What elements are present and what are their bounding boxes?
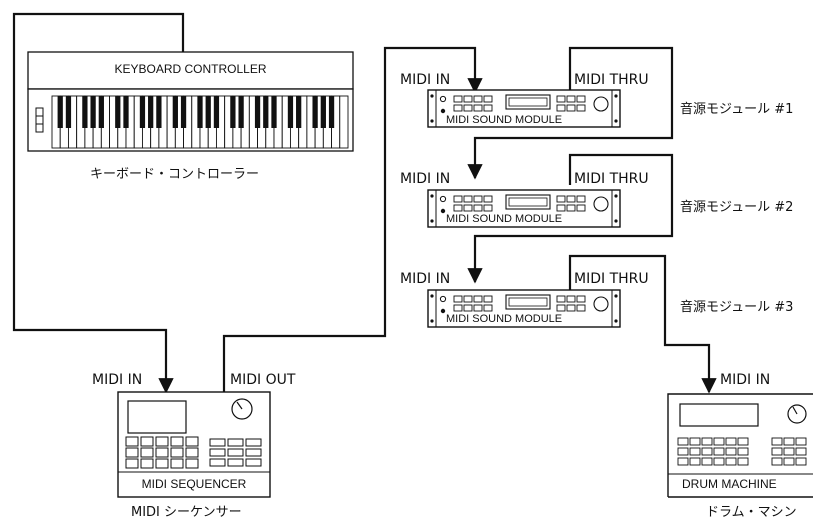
module-knob-icon (594, 97, 608, 111)
keyboard-panel-slider (36, 108, 43, 132)
module3-label: MIDI SOUND MODULE (446, 313, 562, 325)
module1-midi-thru-label: MIDI THRU (574, 72, 649, 88)
black-key (230, 96, 235, 128)
module-knob-icon (594, 297, 608, 311)
black-key (329, 96, 334, 128)
keyboard-caption: キーボード・コントローラー (90, 163, 259, 182)
module1-label: MIDI SOUND MODULE (446, 114, 562, 126)
black-key (173, 96, 178, 128)
black-key (82, 96, 87, 128)
sequencer-midi-out-label: MIDI OUT (230, 372, 295, 388)
black-key (214, 96, 219, 128)
black-key (296, 96, 301, 128)
black-key (271, 96, 276, 128)
keyboard-title: KEYBOARD CONTROLLER (28, 62, 353, 76)
module1-midi-in-label: MIDI IN (400, 72, 450, 88)
module2-midi-thru-label: MIDI THRU (574, 171, 649, 187)
sequencer-caption: MIDI シーケンサー (131, 501, 242, 520)
black-key (140, 96, 145, 128)
black-key (263, 96, 268, 128)
sequencer-pads (126, 437, 261, 468)
black-key (123, 96, 128, 128)
black-key (58, 96, 63, 128)
black-key (288, 96, 293, 128)
module2-caption: 音源モジュール #2 (680, 196, 793, 215)
drum-caption: ドラム・マシン (706, 501, 797, 520)
black-key (206, 96, 211, 128)
black-key (115, 96, 120, 128)
module1-caption: 音源モジュール #1 (680, 98, 793, 117)
module2-midi-in-label: MIDI IN (400, 171, 450, 187)
drum-pads (678, 438, 806, 465)
black-key (197, 96, 202, 128)
black-key (148, 96, 153, 128)
sequencer-label: MIDI SEQUENCER (118, 477, 270, 491)
black-key (156, 96, 161, 128)
black-key (66, 96, 71, 128)
module3-midi-in-label: MIDI IN (400, 271, 450, 287)
black-key (90, 96, 95, 128)
black-key (321, 96, 326, 128)
white-key (340, 96, 348, 148)
drum-display (680, 404, 758, 426)
black-key (181, 96, 186, 128)
module3-midi-thru-label: MIDI THRU (574, 271, 649, 287)
black-key (99, 96, 104, 128)
sequencer-midi-in-label: MIDI IN (92, 372, 142, 388)
keyboard-keys (52, 96, 348, 148)
drum-label: DRUM MACHINE (682, 477, 777, 491)
drum-midi-in-label: MIDI IN (720, 372, 770, 388)
black-key (312, 96, 317, 128)
module2-label: MIDI SOUND MODULE (446, 213, 562, 225)
black-key (238, 96, 243, 128)
sequencer-display (128, 401, 186, 433)
black-key (255, 96, 260, 128)
module3-caption: 音源モジュール #3 (680, 296, 793, 315)
module-knob-icon (594, 197, 608, 211)
